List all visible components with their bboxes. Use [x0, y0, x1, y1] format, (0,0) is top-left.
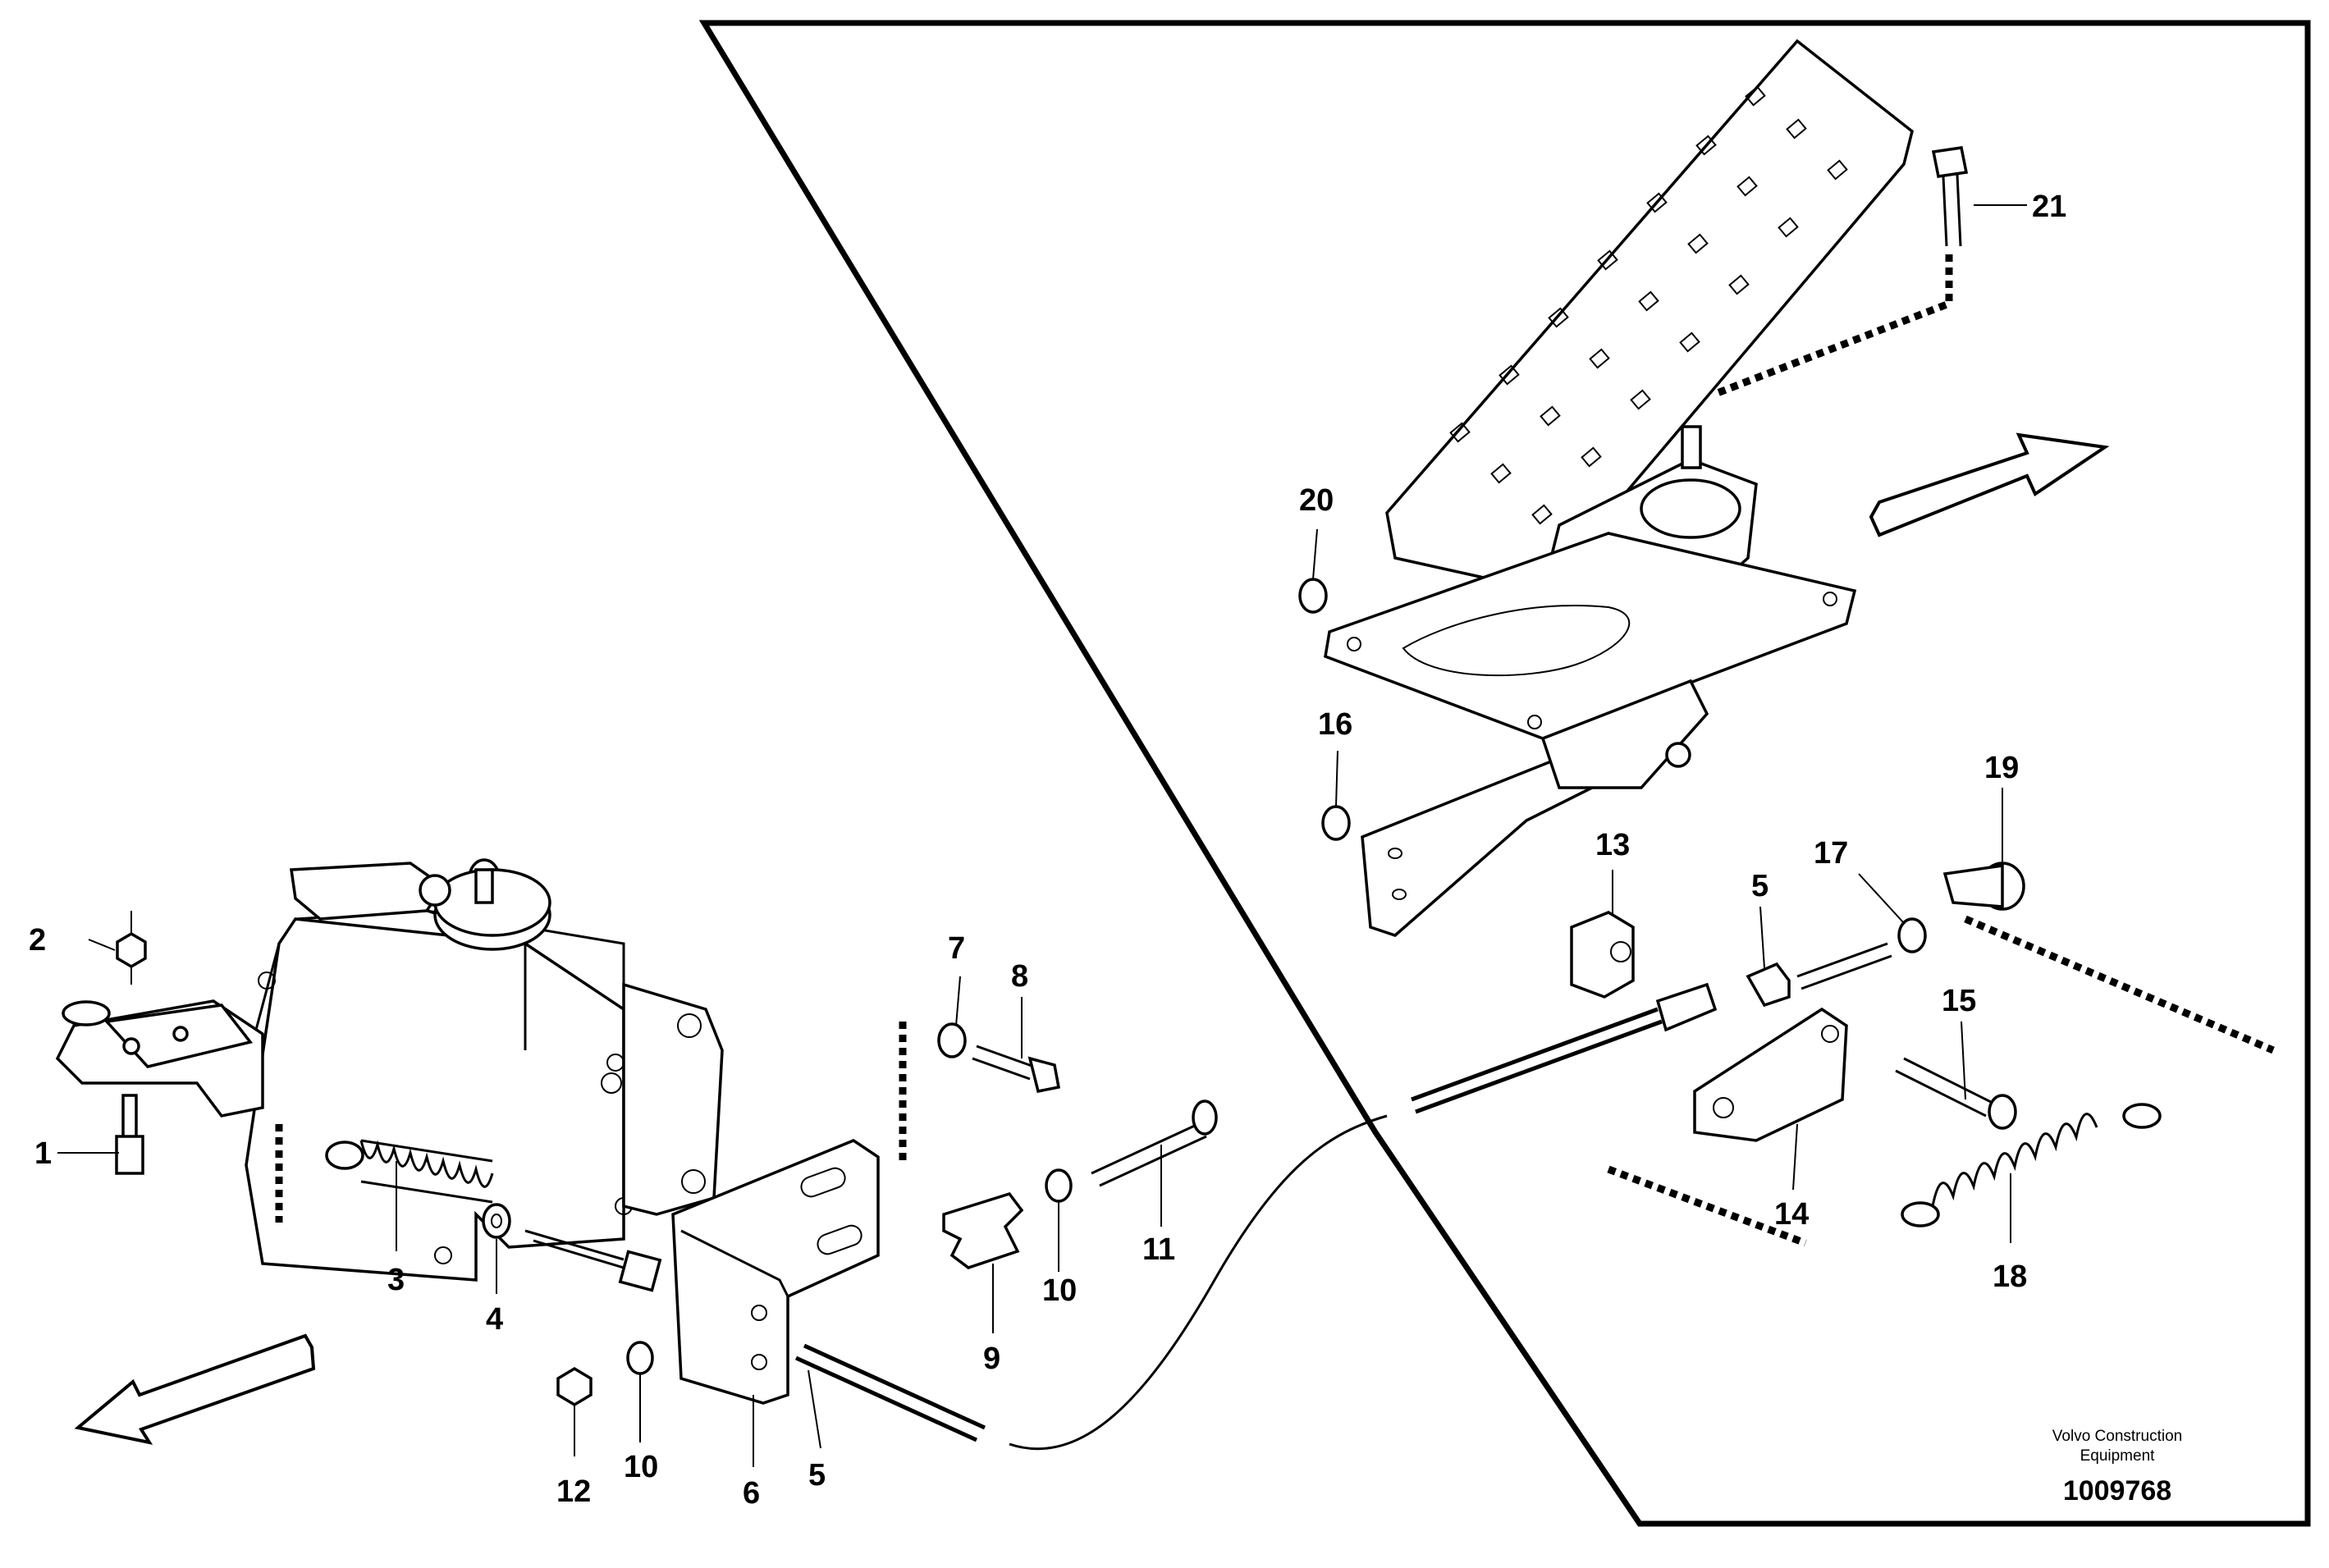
callout-3: 3 [387, 1263, 405, 1297]
callout-18: 18 [1993, 1259, 2027, 1294]
callout-17: 17 [1814, 836, 1848, 871]
washer-7 [937, 1022, 967, 1058]
pedal-detail-frame [698, 20, 2311, 1527]
direction-arrow-left [74, 1333, 316, 1445]
bracket-6 [671, 1139, 880, 1405]
callout-1: 1 [34, 1136, 52, 1171]
leader-lines [57, 204, 2027, 1467]
callout-13: 13 [1595, 828, 1630, 862]
callout-20: 20 [1299, 483, 1334, 518]
bracket-13 [1570, 911, 1635, 999]
washer-16 [1321, 805, 1351, 841]
control-unit [245, 858, 724, 1282]
caption-line-1: Volvo Construction [2052, 1428, 2182, 1445]
washer-4 [482, 1203, 511, 1239]
bolt-11 [1091, 1099, 1218, 1187]
callout-10b: 10 [624, 1450, 658, 1484]
callout-7: 7 [948, 931, 965, 966]
nut-2 [116, 931, 147, 969]
callout-6: 6 [743, 1476, 760, 1511]
cable-5-right [1411, 982, 1718, 1114]
callout-12: 12 [556, 1474, 591, 1509]
callout-15: 15 [1942, 984, 1976, 1018]
callout-4: 4 [486, 1302, 503, 1337]
clamp-9 [942, 1191, 1024, 1269]
callout-16: 16 [1318, 707, 1352, 742]
rod-end [524, 1229, 662, 1292]
bolt-21 [1931, 146, 1969, 247]
leader-dashed-21 [1714, 254, 1953, 398]
callout-14: 14 [1774, 1197, 1809, 1232]
washer-20 [1298, 578, 1328, 614]
bolt-15 [1895, 1057, 2017, 1130]
cable-5 [794, 1114, 1388, 1451]
stop-bracket [55, 911, 264, 1175]
callout-5b: 5 [1751, 869, 1768, 903]
callout-21: 21 [2032, 190, 2066, 224]
rod-end-19 [1796, 862, 2025, 990]
spring-3 [325, 1139, 494, 1204]
ferrule-5 [1746, 962, 1791, 1008]
nut-12 [556, 1366, 593, 1407]
washer-17 [1897, 917, 1927, 953]
publisher-caption: Volvo Construction Equipment 1009768 [2052, 1428, 2182, 1506]
callout-8: 8 [1011, 959, 1028, 994]
callout-labels: 1 2 3 4 5 6 7 8 9 10 10 11 12 13 5 14 15… [29, 190, 2066, 1511]
caption-line-2: Equipment [2080, 1447, 2156, 1465]
callout-9: 9 [983, 1342, 1000, 1376]
leader-dashed-19 [1964, 915, 2275, 1054]
washer-10b [626, 1341, 654, 1375]
leader-dashed-14 [1607, 1165, 1807, 1247]
callout-2: 2 [29, 923, 46, 958]
washer-10a [1045, 1168, 1073, 1203]
document-number: 1009768 [2063, 1475, 2171, 1506]
callout-10a: 10 [1042, 1273, 1077, 1308]
callout-5: 5 [808, 1458, 826, 1493]
direction-arrow-right [1869, 432, 2110, 537]
callout-11: 11 [1142, 1232, 1175, 1267]
accelerator-pedal [1324, 39, 1914, 937]
spring-18 [1901, 1103, 2162, 1227]
bolt-8 [972, 1045, 1061, 1094]
callout-19: 19 [1984, 751, 2019, 785]
